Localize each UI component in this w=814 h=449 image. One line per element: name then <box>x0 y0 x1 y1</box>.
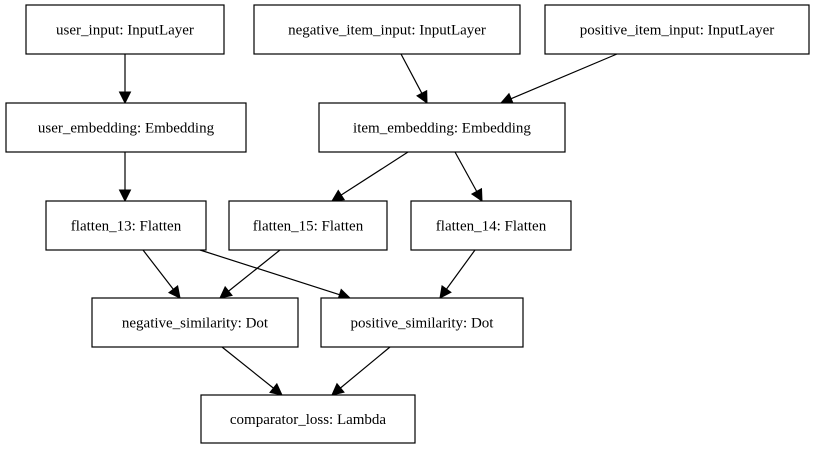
edge-user_input-to-user_embedding <box>118 54 132 105</box>
node-negative-item-input: negative_item_input: InputLayer <box>253 4 521 55</box>
node-label: negative_item_input: InputLayer <box>288 23 486 39</box>
arrow-head-icon <box>331 382 345 396</box>
node-user-embedding: user_embedding: Embedding <box>5 102 247 153</box>
arrow-head-icon <box>167 285 181 299</box>
edge-flatten_14-to-positive_similarity <box>439 249 476 299</box>
arrow-head-icon <box>470 187 483 202</box>
node-item-embedding: item_embedding: Embedding <box>318 102 566 153</box>
edge-negative_item_input-to-item_embedding <box>400 53 428 104</box>
edge-user_embedding-to-flatten_13 <box>118 152 132 203</box>
node-label: flatten_15: Flatten <box>253 219 364 235</box>
arrow-head-icon <box>499 92 515 105</box>
edge-item_embedding-to-flatten_15 <box>331 151 409 202</box>
nodes-layer: user_input: InputLayer negative_item_inpu… <box>5 4 810 444</box>
node-flatten-13: flatten_13: Flatten <box>45 200 207 251</box>
edge-line <box>340 346 391 389</box>
edge-line <box>445 249 476 290</box>
edge-line <box>199 249 340 296</box>
node-negative-similarity: negative_similarity: Dot <box>91 297 299 348</box>
node-box <box>253 4 521 55</box>
node-label: comparator_loss: Lambda <box>230 412 387 428</box>
node-box <box>320 297 524 348</box>
node-box <box>25 4 225 55</box>
edge-line <box>142 249 174 290</box>
edge-flatten_13-to-negative_similarity <box>142 249 181 299</box>
node-label: flatten_14: Flatten <box>436 219 547 235</box>
edge-line <box>221 346 274 389</box>
node-box <box>5 102 247 153</box>
edge-line <box>510 53 618 100</box>
node-label: positive_item_input: InputLayer <box>580 23 775 39</box>
node-comparator-loss: comparator_loss: Lambda <box>200 394 416 444</box>
node-user-input: user_input: InputLayer <box>25 4 225 55</box>
edge-line <box>400 53 423 94</box>
node-label: flatten_13: Flatten <box>71 219 182 235</box>
node-label: user_embedding: Embedding <box>38 121 215 137</box>
edge-positive_similarity-to-comparator_loss <box>331 346 391 396</box>
node-box <box>318 102 566 153</box>
arrow-head-icon <box>416 89 428 104</box>
node-positive-similarity: positive_similarity: Dot <box>320 297 524 348</box>
node-positive-item-input: positive_item_input: InputLayer <box>544 4 810 55</box>
node-box <box>410 200 572 251</box>
edge-positive_item_input-to-item_embedding <box>499 53 618 105</box>
edge-line <box>228 249 281 292</box>
edge-line <box>340 151 409 196</box>
arrow-head-icon <box>118 189 132 203</box>
node-label: item_embedding: Embedding <box>353 121 531 137</box>
node-box <box>200 394 416 444</box>
edge-flatten_15-to-negative_similarity <box>219 249 281 299</box>
arrow-head-icon <box>269 382 283 396</box>
node-flatten-14: flatten_14: Flatten <box>410 200 572 251</box>
arrow-head-icon <box>439 284 452 299</box>
node-box <box>45 200 207 251</box>
arrow-head-icon <box>331 189 346 202</box>
edges-layer <box>118 53 618 396</box>
node-label: user_input: InputLayer <box>56 23 194 39</box>
node-label: negative_similarity: Dot <box>122 316 269 332</box>
node-flatten-15: flatten_15: Flatten <box>228 200 388 251</box>
arrow-head-icon <box>219 285 233 299</box>
node-box <box>544 4 810 55</box>
node-box <box>228 200 388 251</box>
node-box <box>91 297 299 348</box>
edge-item_embedding-to-flatten_14 <box>454 151 483 202</box>
edge-negative_similarity-to-comparator_loss <box>221 346 283 396</box>
arrow-head-icon <box>118 91 132 105</box>
edge-line <box>454 151 478 192</box>
node-label: positive_similarity: Dot <box>351 316 495 332</box>
